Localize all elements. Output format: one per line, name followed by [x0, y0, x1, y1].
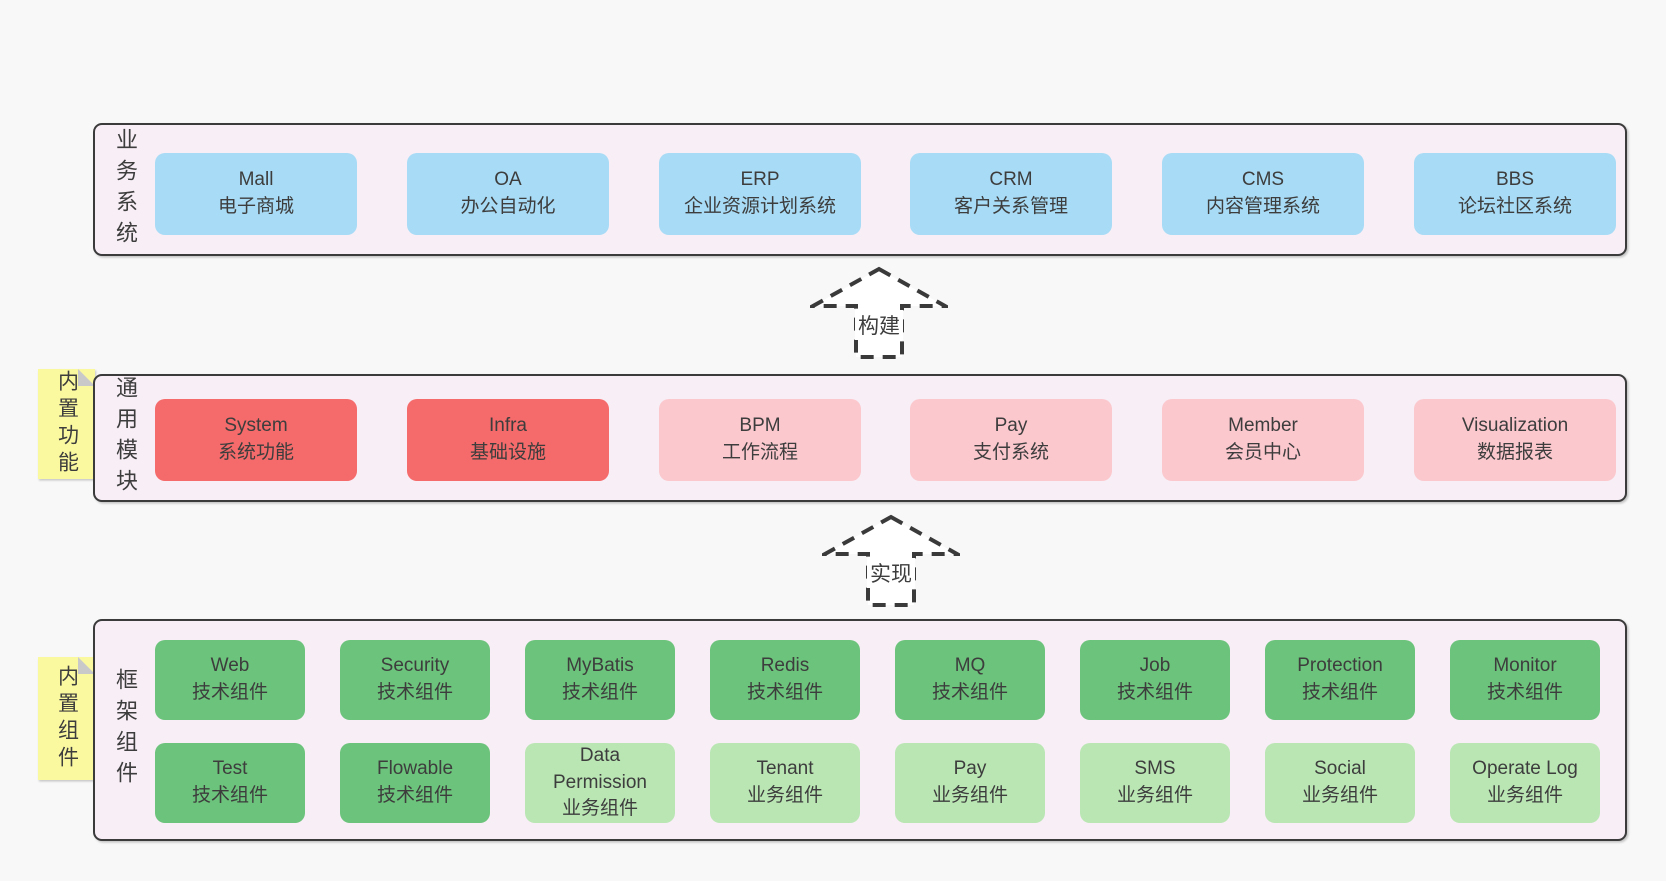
box-subtitle: 业务组件: [1301, 785, 1378, 806]
box-title: Member: [1228, 415, 1298, 437]
box-pay: Pay 支付系统: [910, 399, 1112, 481]
box-subtitle: 技术组件: [561, 682, 638, 703]
box-title: Mall: [238, 169, 274, 191]
box-subtitle: 技术组件: [191, 785, 268, 806]
box-monitor: Monitor 技术组件: [1450, 640, 1600, 720]
box-mybatis: MyBatis 技术组件: [525, 640, 675, 720]
box-job: Job 技术组件: [1080, 640, 1230, 720]
box-subtitle: 技术组件: [1116, 682, 1193, 703]
box-subtitle: 业务组件: [931, 785, 1008, 806]
box-system: System 系统功能: [155, 399, 357, 481]
box-title: BBS: [1495, 169, 1535, 191]
box-title: OA: [494, 169, 522, 191]
box-flowable: Flowable 技术组件: [340, 743, 490, 823]
box-subtitle: 会员中心: [1224, 442, 1301, 463]
box-title: Visualization: [1461, 415, 1569, 437]
box-tenant: Tenant 业务组件: [710, 743, 860, 823]
layer-framework-components-label: 框架组件: [113, 668, 138, 792]
box-oa: OA 办公自动化: [407, 153, 609, 235]
box-subtitle: 业务组件: [1486, 785, 1563, 806]
box-subtitle: 内容管理系统: [1205, 196, 1320, 217]
box-title: MQ: [954, 655, 986, 677]
layer-common-modules-label: 通用模块: [113, 376, 138, 500]
box-visualization: Visualization 数据报表: [1414, 399, 1616, 481]
box-sms: SMS 业务组件: [1080, 743, 1230, 823]
box-subtitle: 技术组件: [191, 682, 268, 703]
box-title: ERP: [740, 169, 780, 191]
box-mall: Mall 电子商城: [155, 153, 357, 235]
box-title: Pay: [953, 758, 987, 780]
arrow-up-: 实现: [822, 514, 960, 608]
box-subtitle: 技术组件: [931, 682, 1008, 703]
box-subtitle: 客户关系管理: [953, 196, 1068, 217]
box-subtitle: 电子商城: [217, 196, 294, 217]
note-label: 内置功能: [55, 370, 79, 478]
box-subtitle: 技术组件: [746, 682, 823, 703]
box-title: Security: [380, 655, 450, 677]
box-title: Social: [1314, 758, 1366, 780]
box-crm: CRM 客户关系管理: [910, 153, 1112, 235]
box-subtitle: 工作流程: [721, 442, 798, 463]
box-title: Operate Log: [1472, 758, 1578, 780]
box-title: Tenant: [756, 758, 814, 780]
box-pay: Pay 业务组件: [895, 743, 1045, 823]
box-title: SMS: [1134, 758, 1176, 780]
note-: 内置组件: [38, 657, 95, 780]
box-subtitle: 支付系统: [972, 442, 1049, 463]
box-subtitle: 技术组件: [1301, 682, 1378, 703]
box-bpm: BPM 工作流程: [659, 399, 861, 481]
box-subtitle: 业务组件: [746, 785, 823, 806]
box-social: Social 业务组件: [1265, 743, 1415, 823]
box-title: Flowable: [376, 758, 454, 780]
box-title: Redis: [760, 655, 810, 677]
box-title: Monitor: [1493, 655, 1557, 677]
arrow-up-: 构建: [810, 266, 948, 360]
box-data-permission: Data Permission 业务组件: [525, 743, 675, 823]
box-test: Test 技术组件: [155, 743, 305, 823]
box-mq: MQ 技术组件: [895, 640, 1045, 720]
box-title: Infra: [488, 415, 528, 437]
note-label: 内置组件: [55, 664, 79, 773]
box-title: CMS: [1241, 169, 1285, 191]
box-web: Web 技术组件: [155, 640, 305, 720]
box-title: Web: [210, 655, 250, 677]
box-redis: Redis 技术组件: [710, 640, 860, 720]
box-title: BPM: [739, 415, 781, 437]
box-title: Job: [1139, 655, 1171, 677]
box-subtitle: 办公自动化: [460, 196, 556, 217]
box-subtitle: 业务组件: [561, 798, 638, 820]
box-subtitle: 技术组件: [1486, 682, 1563, 703]
box-subtitle: 技术组件: [376, 785, 453, 806]
box-title: Data Permission: [553, 745, 647, 793]
box-member: Member 会员中心: [1162, 399, 1364, 481]
arrow-label: 实现: [867, 558, 915, 588]
box-title: Test: [212, 758, 248, 780]
layer-framework-components-panel: 框架组件 Web 技术组件 Security 技术组件 MyBatis 技术组件 Redis 技…: [93, 619, 1627, 841]
box-erp: ERP 企业资源计划系统: [659, 153, 861, 235]
layer-business-systems-label: 业务系统: [113, 127, 138, 252]
box-title: Pay: [994, 415, 1028, 437]
box-protection: Protection 技术组件: [1265, 640, 1415, 720]
box-cms: CMS 内容管理系统: [1162, 153, 1364, 235]
box-title: CRM: [989, 169, 1033, 191]
box-subtitle: 技术组件: [376, 682, 453, 703]
box-title: Protection: [1297, 655, 1383, 677]
box-security: Security 技术组件: [340, 640, 490, 720]
box-title: System: [224, 415, 288, 437]
box-subtitle: 基础设施: [469, 442, 546, 463]
box-operate-log: Operate Log 业务组件: [1450, 743, 1600, 823]
box-subtitle: 系统功能: [217, 442, 294, 463]
box-title: MyBatis: [566, 655, 634, 677]
box-subtitle: 数据报表: [1476, 442, 1553, 463]
arrow-label: 构建: [855, 310, 903, 340]
box-infra: Infra 基础设施: [407, 399, 609, 481]
layer-common-modules-panel: 通用模块 System 系统功能 Infra 基础设施 BPM 工作流程 Pay 支付系统 Mem…: [93, 374, 1627, 502]
note-: 内置功能: [38, 369, 95, 479]
box-subtitle: 企业资源计划系统: [683, 196, 836, 217]
box-subtitle: 论坛社区系统: [1457, 196, 1572, 217]
box-bbs: BBS 论坛社区系统: [1414, 153, 1616, 235]
box-subtitle: 业务组件: [1116, 785, 1193, 806]
